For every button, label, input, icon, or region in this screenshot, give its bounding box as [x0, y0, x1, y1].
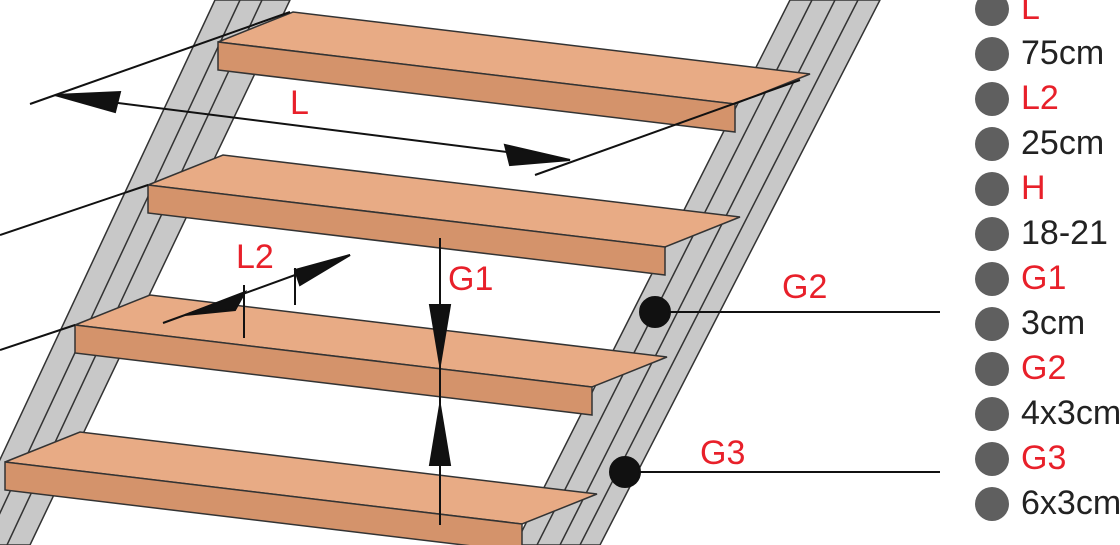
- legend-key-l: L: [975, 0, 1120, 31]
- legend-key-l2: L2: [975, 76, 1120, 121]
- bullet-icon: [975, 306, 1009, 341]
- bullet-icon: [975, 81, 1009, 116]
- bullet-icon: [975, 486, 1009, 521]
- bullet-icon: [975, 126, 1009, 161]
- tread-front-face: [217, 41, 736, 133]
- label-l: L: [290, 84, 309, 122]
- label-l2: L2: [236, 238, 274, 276]
- legend-key-g2: G2: [975, 346, 1120, 391]
- legend-value-l2: 25cm: [975, 121, 1120, 166]
- bullet-icon: [975, 396, 1009, 431]
- legend-key-h: H: [975, 166, 1120, 211]
- legend-value-l: 75cm: [975, 31, 1120, 76]
- legend-value-g3: 6x3cm: [975, 481, 1120, 526]
- bullet-icon: [975, 441, 1009, 476]
- bullet-icon: [975, 36, 1009, 71]
- bullet-icon: [975, 0, 1009, 26]
- legend-value-g2: 4x3cm: [975, 391, 1120, 436]
- legend-value-h: 18-21: [975, 211, 1120, 256]
- tread-front-face: [147, 184, 666, 276]
- bullet-icon: [975, 171, 1009, 206]
- label-g2: G2: [782, 268, 828, 306]
- tread-front-face: [4, 461, 523, 545]
- arrow-right-icon: [503, 143, 571, 167]
- bullet-icon: [975, 261, 1009, 296]
- tread-front-face: [74, 324, 593, 416]
- bullet-icon: [975, 216, 1009, 251]
- legend: L 75cm L2 25cm H 18-21 G1 3cm G2 4x3cm G…: [975, 0, 1120, 526]
- label-g3: G3: [700, 434, 746, 472]
- arrow-left-icon: [54, 90, 122, 114]
- dimension-lines: [0, 11, 940, 525]
- label-g1: G1: [448, 260, 494, 298]
- bullet-icon: [975, 351, 1009, 386]
- legend-key-g1: G1: [975, 256, 1120, 301]
- legend-value-g1: 3cm: [975, 301, 1120, 346]
- legend-key-g3: G3: [975, 436, 1120, 481]
